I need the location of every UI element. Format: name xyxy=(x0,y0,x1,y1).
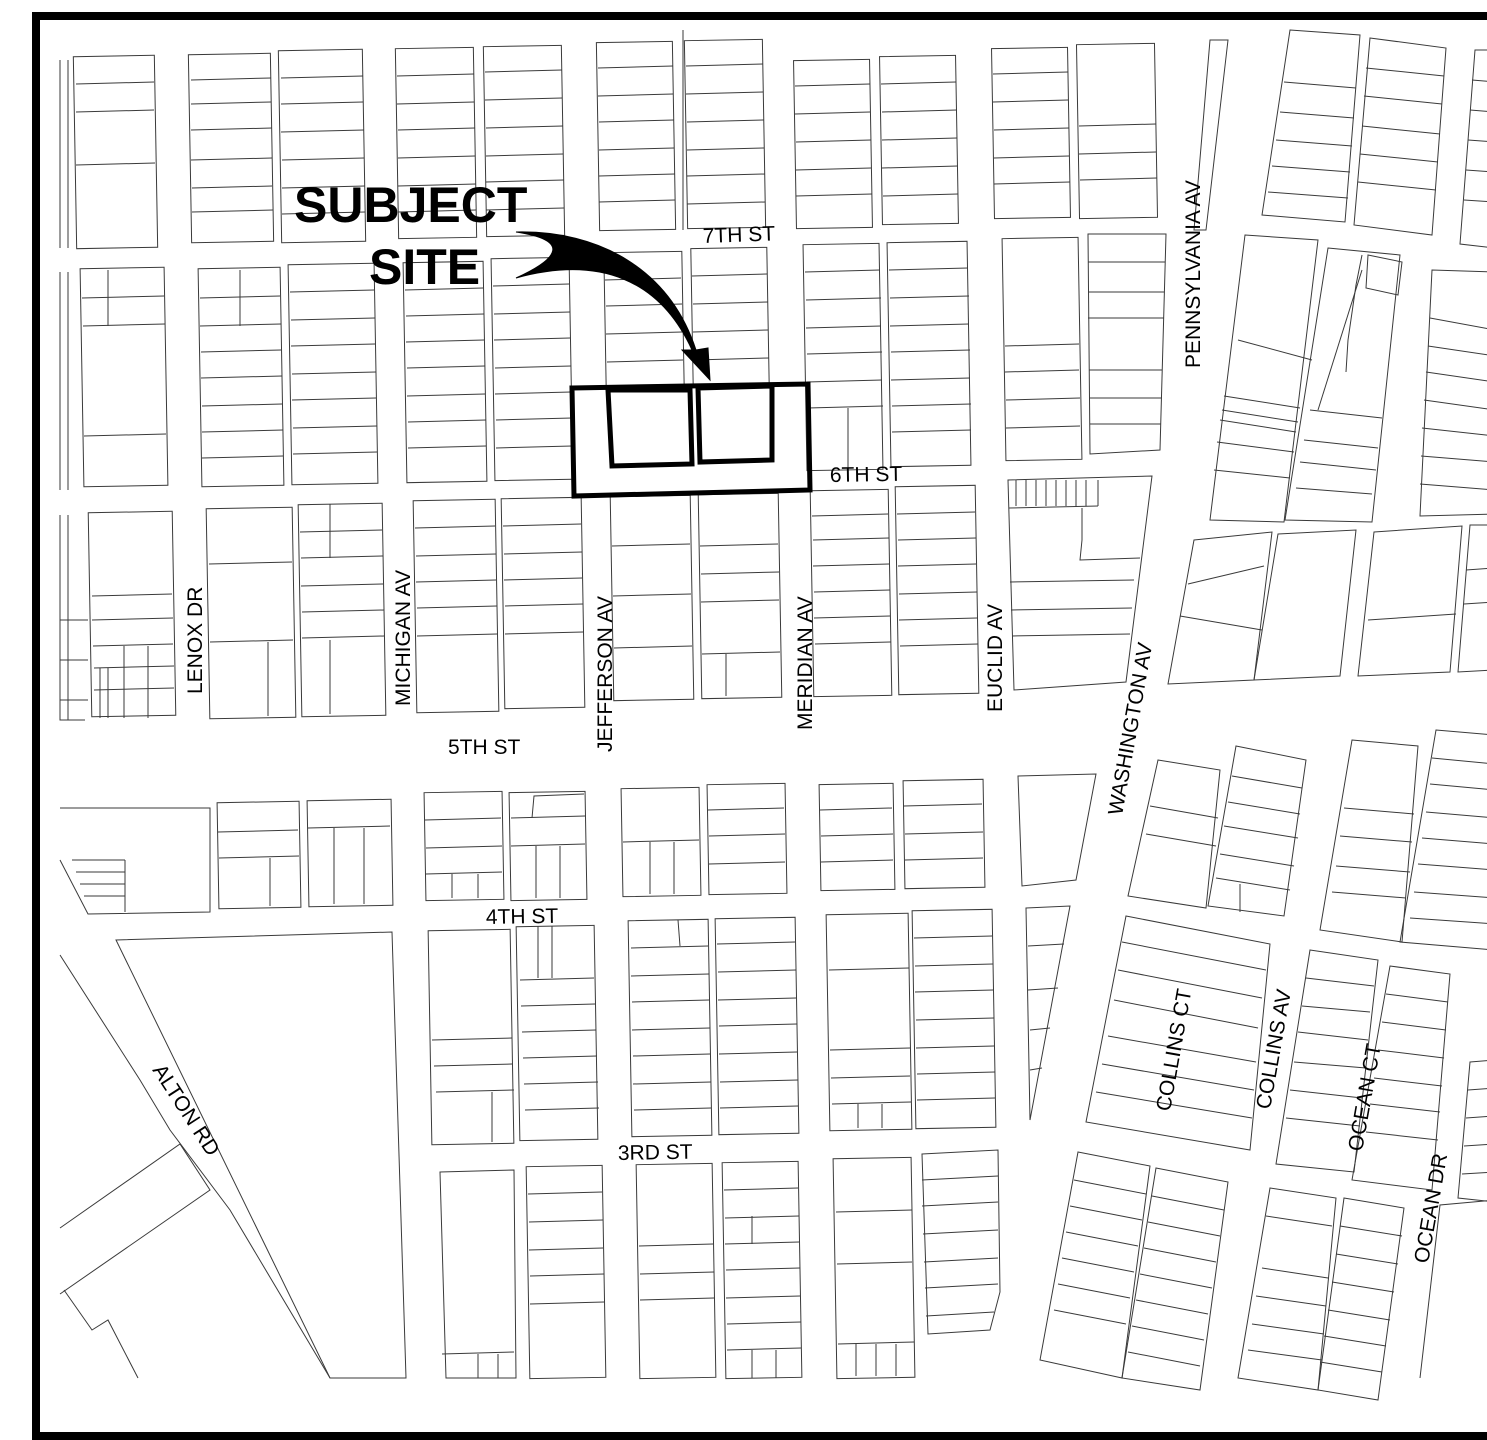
street-label-3rd-st: 3RD ST xyxy=(618,1141,693,1165)
street-label-ocean-dr: OCEAN DR xyxy=(1410,1152,1452,1265)
street-label-5th-st: 5TH ST xyxy=(448,736,521,759)
block-row-4th-5th xyxy=(59,773,1097,915)
street-label-euclid-av: EUCLID AV xyxy=(984,604,1007,712)
street-label-ocean-ct: OCEAN CT xyxy=(1344,1042,1386,1153)
street-label-pennsylvania-av: PENNSYLVANIA AV xyxy=(1182,180,1205,368)
callout-arrow xyxy=(515,231,711,382)
street-label-washington-av: WASHINGTON AV xyxy=(1104,641,1157,817)
subject-site-parcel-east xyxy=(695,383,775,465)
subject-site-parcel-west xyxy=(605,387,695,469)
block-row-7th-north xyxy=(59,29,1487,250)
block-row-5th-6th xyxy=(59,475,1487,721)
block-row-3rd-south xyxy=(439,1149,1487,1401)
subject-site-outline xyxy=(569,381,813,499)
street-label-lenox-dr: LENOX DR xyxy=(184,587,207,694)
block-row-6th-7th xyxy=(59,233,1487,523)
callout-title-line2: SITE xyxy=(369,239,480,295)
street-label-meridian-av: MERIDIAN AV xyxy=(794,596,817,730)
street-label-michigan-av: MICHIGAN AV xyxy=(392,570,415,706)
block-row-3rd-4th xyxy=(59,905,1071,1379)
street-label-7th-st: 7TH ST xyxy=(702,222,775,248)
street-label-alton-rd: ALTON RD xyxy=(148,1060,224,1160)
parcel-lines xyxy=(59,29,1487,1401)
map-labels: SUBJECT SITE 7TH ST 6TH ST 5TH ST 4TH ST… xyxy=(148,177,1452,1265)
street-label-6th-st: 6TH ST xyxy=(830,463,903,487)
callout-title-line1: SUBJECT xyxy=(294,177,527,233)
map-frame xyxy=(32,12,1487,1440)
street-label-collins-av: COLLINS AV xyxy=(1252,988,1296,1111)
street-label-jefferson-av: JEFFERSON AV xyxy=(594,596,617,752)
block-east-collins-ocean xyxy=(1085,729,1487,1202)
street-label-4th-st: 4TH ST xyxy=(486,905,559,929)
